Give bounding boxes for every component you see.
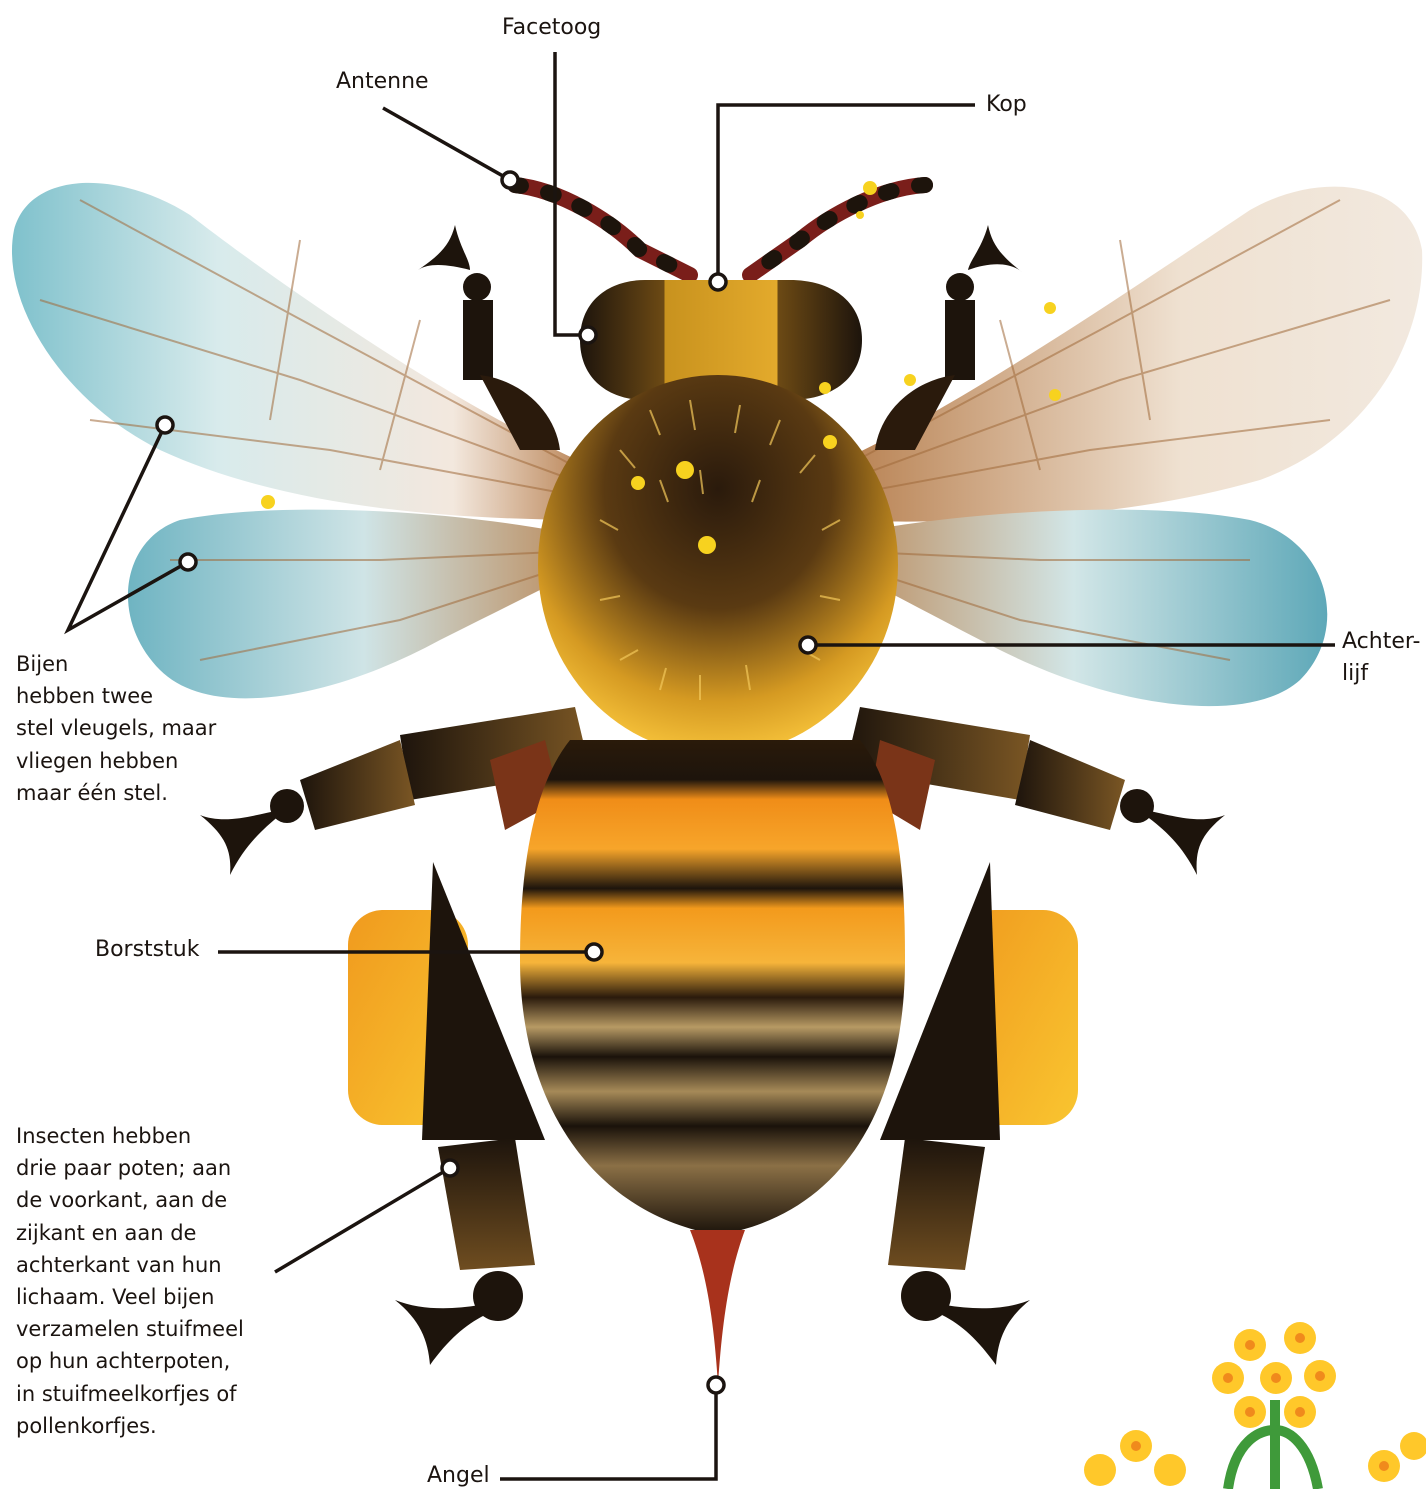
note-legs-line: verzamelen stuifmeel — [16, 1313, 244, 1345]
label-achterlijf-line1: Achter- — [1342, 626, 1420, 658]
note-legs-line: de voorkant, aan de — [16, 1184, 244, 1216]
right-forewing — [820, 187, 1422, 522]
note-wings-line: vliegen hebben — [16, 745, 216, 777]
label-antenne: Antenne — [336, 66, 429, 98]
note-wings-line: Bijen — [16, 648, 216, 680]
note-legs-line: zijkant en aan de — [16, 1217, 244, 1249]
bee-thorax — [538, 375, 898, 755]
note-wings-line: maar één stel. — [16, 777, 216, 809]
note-wings: Bijen hebben twee stel vleugels, maar vl… — [16, 648, 216, 809]
note-legs-line: lichaam. Veel bijen — [16, 1281, 244, 1313]
callout-angel — [500, 1386, 716, 1479]
antennae — [515, 185, 925, 275]
label-angel: Angel — [427, 1460, 490, 1492]
abdomen — [520, 740, 905, 1385]
flowers-decoration — [1084, 1322, 1426, 1489]
label-kop: Kop — [986, 89, 1027, 121]
label-achterlijf-line2: lijf — [1342, 658, 1368, 690]
bee-abdomen — [520, 740, 905, 1235]
callout-legs — [275, 1168, 450, 1272]
note-legs-line: drie paar poten; aan — [16, 1152, 244, 1184]
note-legs-line: in stuifmeelkorfjes of — [16, 1378, 244, 1410]
note-legs-line: Insecten hebben — [16, 1120, 244, 1152]
left-forewing — [12, 183, 600, 520]
label-borststuk: Borststuk — [95, 934, 199, 966]
note-legs-line: pollenkorfjes. — [16, 1410, 244, 1442]
note-wings-line: hebben twee — [16, 680, 216, 712]
note-legs: Insecten hebben drie paar poten; aan de … — [16, 1120, 244, 1442]
note-wings-line: stel vleugels, maar — [16, 712, 216, 744]
bee-stinger — [690, 1230, 745, 1385]
note-legs-line: op hun achterpoten, — [16, 1345, 244, 1377]
callout-kop — [718, 105, 975, 280]
callout-antenne — [383, 108, 510, 180]
label-facetoog: Facetoog — [502, 12, 601, 44]
note-legs-line: achterkant van hun — [16, 1249, 244, 1281]
